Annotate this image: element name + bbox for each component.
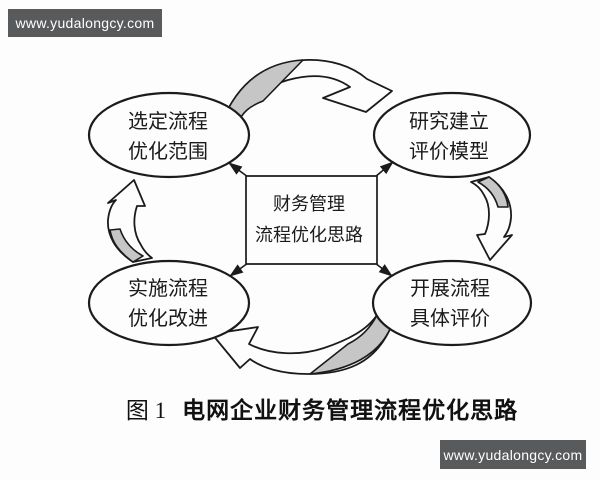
figure-caption: 图 1 电网企业财务管理流程优化思路 bbox=[44, 391, 600, 425]
cycle-arrow-bottom-shade bbox=[309, 314, 391, 375]
connector-center-to-bottom-right bbox=[374, 262, 393, 277]
center-box-line2: 流程优化思路 bbox=[255, 225, 363, 245]
node-bottom-left-ellipse bbox=[87, 259, 251, 347]
node-bottom-right-line2: 具体评价 bbox=[410, 307, 490, 330]
cycle-arrow-right-shade bbox=[477, 176, 509, 208]
connector-center-to-top-left bbox=[228, 162, 249, 178]
cycle-arrow-left-shade bbox=[109, 228, 144, 263]
node-bottom-left-line1: 实施流程 bbox=[128, 277, 208, 300]
center-box-line1: 财务管理 bbox=[273, 194, 345, 214]
node-top-left-line1: 选定流程 bbox=[128, 110, 208, 133]
connector-center-to-top-right bbox=[374, 161, 394, 178]
node-bottom-right-line1: 开展流程 bbox=[410, 277, 490, 300]
node-top-right-line1: 研究建立 bbox=[409, 110, 489, 133]
connector-center-to-bottom-left bbox=[229, 262, 249, 277]
watermark-bottom: www.yudalongcy.com bbox=[440, 440, 586, 469]
node-top-right-line2: 评价模型 bbox=[409, 140, 489, 163]
node-top-left-line2: 优化范围 bbox=[128, 140, 208, 163]
figure-number: 图 1 bbox=[125, 398, 167, 423]
node-bottom-right-ellipse bbox=[371, 259, 533, 347]
node-top-right-ellipse bbox=[372, 91, 532, 179]
watermark-top: www.yudalongcy.com bbox=[8, 9, 162, 37]
node-top-left-ellipse bbox=[87, 91, 251, 179]
center-box bbox=[245, 175, 378, 265]
node-bottom-left-line2: 优化改进 bbox=[128, 307, 208, 330]
figure-title: 电网企业财务管理流程优化思路 bbox=[182, 398, 519, 423]
